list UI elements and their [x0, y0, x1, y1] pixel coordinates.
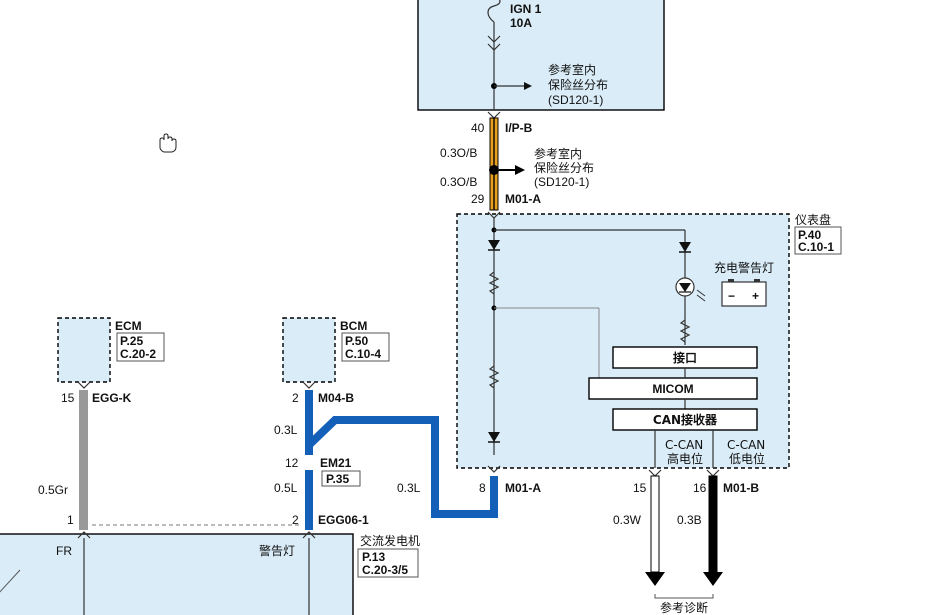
m01a-top-name: M01-A — [505, 192, 541, 206]
can-low-wire-label: 0.3B — [677, 513, 702, 527]
fuse-ref-line1: 参考室内 — [548, 62, 596, 77]
ipb-name: I/P-B — [505, 121, 533, 135]
em21-ref: P.35 — [326, 472, 349, 486]
can-high-wire — [645, 475, 665, 586]
egg-k-name: EGG-K — [92, 391, 132, 405]
m01a-bottom-pin: 8 — [479, 481, 486, 495]
instrument-cluster: 仪表盘 P.40 C.10-1 — [456, 211, 842, 469]
arrow-right-icon — [494, 82, 532, 90]
fuse-ref-line2: 保险丝分布 — [548, 77, 608, 92]
em21-wire-label: 0.5L — [274, 481, 298, 495]
egg-k-pin: 15 — [61, 391, 75, 405]
cluster-title: 仪表盘 — [795, 212, 831, 227]
egg06-pin-lamp: 2 — [292, 513, 299, 527]
egg06-pin-fr: 1 — [67, 513, 74, 527]
m04b-name: M04-B — [318, 391, 354, 405]
m01a-bottom-name: M01-A — [505, 481, 541, 495]
splice-point — [489, 165, 499, 175]
can-receiver-block — [612, 408, 758, 431]
blue-wire — [305, 390, 498, 530]
led-icon — [675, 277, 706, 302]
alternator-ref2: C.20-3/5 — [362, 563, 408, 577]
alternator-ref1: P.13 — [362, 550, 385, 564]
ground-arrow-icon — [703, 572, 723, 586]
fuse-ref-line3: (SD120-1) — [548, 93, 603, 107]
splice-ref-line3: (SD120-1) — [534, 175, 589, 189]
orange-wire-label-upper: 0.3O/B — [440, 146, 477, 160]
egg06-name: EGG06-1 — [318, 513, 369, 527]
diode-icon — [488, 432, 500, 443]
ecm-title: ECM — [115, 319, 142, 333]
bcm-ref1: P.50 — [345, 334, 368, 348]
bcm-ref2: C.10-4 — [345, 347, 381, 361]
orange-wire-label-lower: 0.3O/B — [440, 175, 477, 189]
ecm-box: ECM P.25 C.20-2 — [57, 317, 165, 389]
m01b-pin-high: 15 — [633, 481, 647, 495]
can-high-l2: 高电位 — [667, 451, 703, 466]
battery-minus: − — [728, 289, 735, 303]
bcm-box: BCM P.50 C.10-4 — [282, 317, 390, 389]
resistor-icon — [679, 319, 691, 343]
m01a-top-pin: 29 — [471, 192, 485, 206]
battery-plus: + — [752, 289, 759, 303]
m04b-pin: 2 — [292, 391, 299, 405]
hand-cursor-icon — [159, 133, 177, 153]
bcm-title: BCM — [340, 319, 367, 333]
can-low-l1: C-CAN — [727, 438, 765, 452]
m01b-name: M01-B — [723, 481, 759, 495]
can-high-l1: C-CAN — [665, 438, 703, 452]
charge-lamp-label: 充电警告灯 — [714, 260, 774, 275]
fuse-box: IGN 1 10A 参考室内 保险丝分布 (SD120-1) — [417, 0, 665, 119]
ecm-wire-label: 0.5Gr — [38, 483, 68, 497]
m01b-pin-low: 16 — [693, 481, 707, 495]
alternator-fr-label: FR — [56, 544, 72, 558]
resistor-icon — [488, 365, 500, 389]
can-high-wire-label: 0.3W — [613, 513, 642, 527]
bcm-wire-label: 0.3L — [274, 423, 298, 437]
resistor-icon — [488, 271, 500, 295]
alternator-title: 交流发电机 — [360, 533, 420, 548]
fuse-name: IGN 1 — [510, 2, 542, 16]
ecm-ref1: P.25 — [120, 334, 143, 348]
orange-wire — [489, 117, 499, 211]
can-low-l2: 低电位 — [729, 451, 765, 466]
alternator-lamp-label: 警告灯 — [259, 543, 295, 558]
arrow-right-icon — [499, 165, 525, 175]
ipb-pin: 40 — [471, 121, 485, 135]
cluster-ref1: P.40 — [798, 228, 821, 242]
battery-icon: − + — [721, 279, 767, 307]
ecm-ref2: C.20-2 — [120, 347, 156, 361]
em21-name: EM21 — [320, 456, 352, 470]
diagnosis-label: 参考诊断 — [660, 600, 708, 615]
splice-ref-line1: 参考室内 — [534, 146, 582, 161]
splice-ref-line2: 保险丝分布 — [534, 160, 594, 175]
cluster-ref2: C.10-1 — [798, 240, 834, 254]
ground-arrow-icon — [645, 572, 665, 586]
micom-block — [588, 377, 758, 400]
cluster-wire-label: 0.3L — [397, 481, 421, 495]
can-low-wire — [703, 475, 723, 586]
fuse-rating: 10A — [510, 16, 532, 30]
alternator-box: FR 警告灯 — [0, 531, 354, 615]
diode-icon — [679, 242, 691, 253]
ecm-wire — [79, 390, 88, 530]
diode-icon — [488, 240, 500, 251]
can-receiver-label: CAN接收器 — [653, 412, 718, 427]
interface-label: 接口 — [673, 350, 697, 365]
em21-pin: 12 — [285, 456, 299, 470]
micom-label: MICOM — [652, 382, 693, 396]
